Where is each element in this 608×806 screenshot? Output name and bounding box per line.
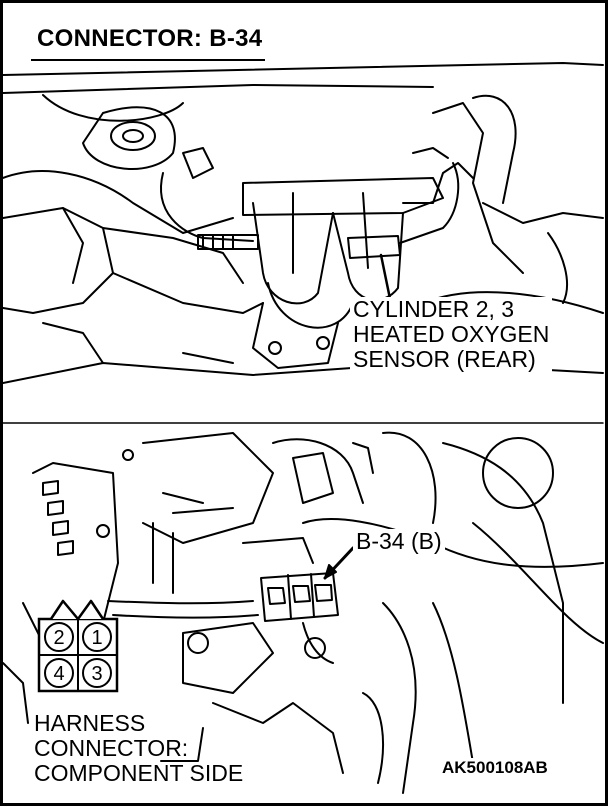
sensor-label-line-2: HEATED OXYGEN [353, 321, 550, 347]
engine-illustration: 2 1 4 3 [3, 62, 604, 794]
upper-panel-edge [3, 62, 604, 76]
pin-4: 4 [53, 663, 64, 685]
pin-2: 2 [53, 627, 64, 649]
manifold-flange [252, 302, 339, 369]
harness-wire [302, 518, 604, 568]
sensor-label: CYLINDER 2, 3 HEATED OXYGEN SENSOR (REAR… [350, 296, 553, 372]
harness-label-line-2: CONNECTOR: [34, 735, 189, 761]
harness-leader-line [160, 727, 204, 762]
heat-shield [242, 177, 444, 216]
manifold-pipe [252, 202, 334, 305]
harness-label: HARNESS CONNECTOR: COMPONENT SIDE [32, 711, 245, 786]
upper-bracket [42, 94, 184, 122]
pin-1: 1 [91, 627, 102, 649]
harness-label-line-3: COMPONENT SIDE [34, 760, 244, 786]
figure-code: AK500108AB [439, 758, 551, 778]
rear-sensor-body [347, 235, 401, 259]
pin-3: 3 [91, 663, 102, 685]
harness-label-line-1: HARNESS [34, 710, 146, 736]
diagram-title: CONNECTOR: B-34 [3, 3, 277, 57]
connector-b34-body [260, 572, 339, 622]
sensor-label-line-3: SENSOR (REAR) [353, 346, 536, 372]
connector-callout: B-34 (B) [353, 529, 445, 554]
front-sensor-wire [160, 172, 254, 242]
pin-diagram: 2 1 4 3 [37, 599, 119, 693]
sensor-label-line-1: CYLINDER 2, 3 [353, 296, 515, 322]
title-underline [31, 59, 265, 61]
rear-sensor-wire [399, 162, 460, 244]
